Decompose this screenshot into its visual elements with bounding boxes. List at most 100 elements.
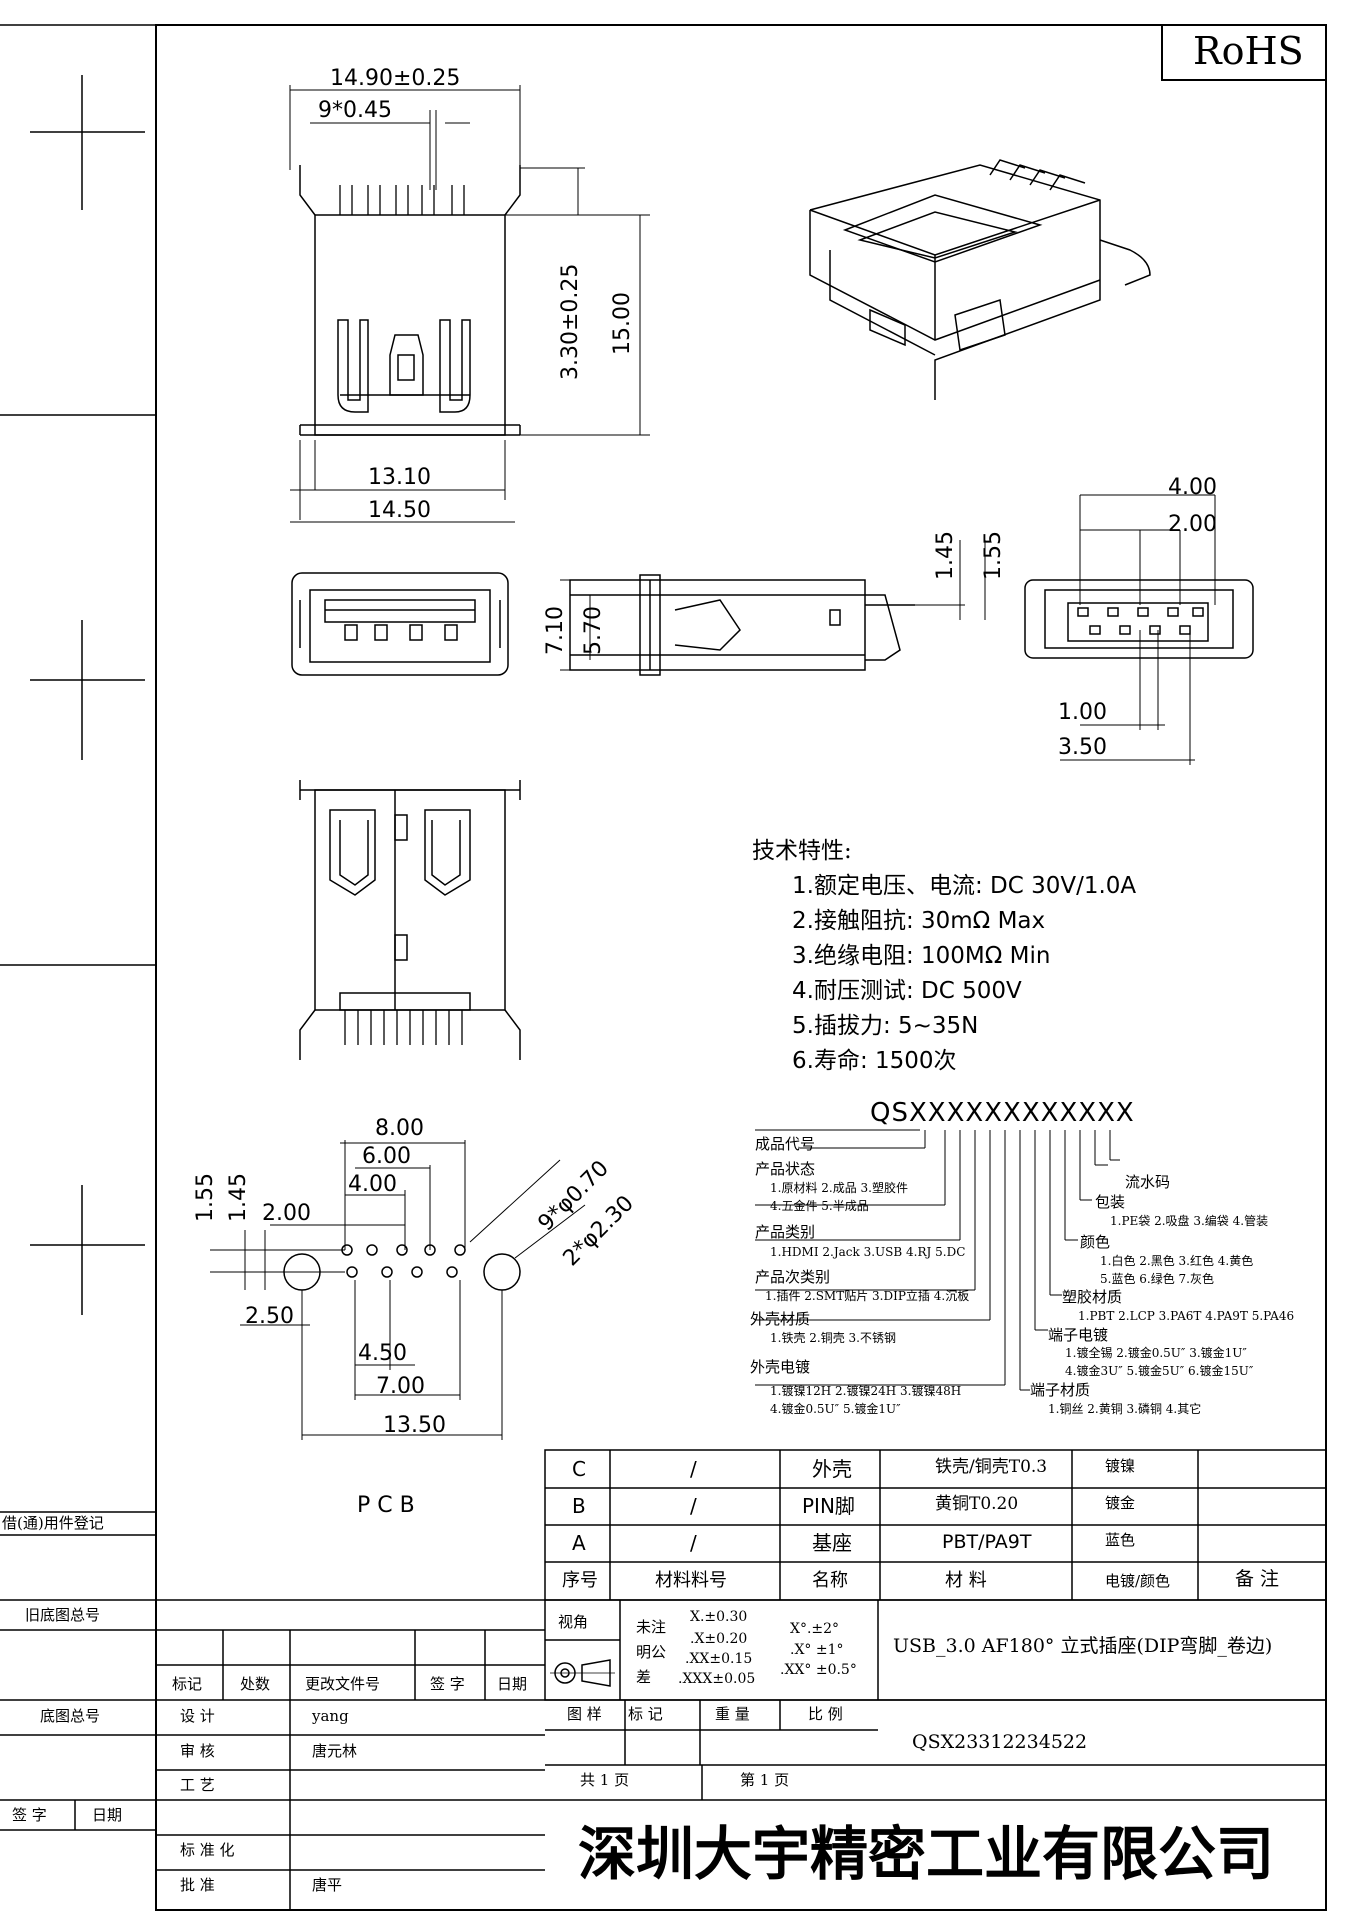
tb-sign-label: 签 字: [12, 1806, 47, 1824]
dim-200: 2.00: [1168, 512, 1217, 537]
code-right-title: 颜色: [1080, 1233, 1111, 1251]
pcb-dim-155: 1.55: [193, 1173, 218, 1222]
tb-date-label: 日期: [92, 1806, 123, 1824]
dim-outer-width: 14.50: [368, 498, 431, 523]
tb-standard-label: 标 准 化: [180, 1841, 235, 1859]
tb-weight: 重 量: [715, 1705, 750, 1723]
bom-header-part: 材料料号: [655, 1570, 727, 1591]
tb-tol-value: .X±0.20: [690, 1631, 748, 1647]
bom-header-color: 电镀/颜色: [1105, 1572, 1171, 1590]
bom-name: 基座: [812, 1531, 852, 1555]
tb-tol-label: 差: [636, 1668, 652, 1686]
dim-side-height-2: 5.70: [581, 606, 606, 655]
bom-header-seq: 序号: [562, 1570, 598, 1591]
tb-total-pages: 共 1 页: [580, 1771, 630, 1789]
spec-item: 1.额定电压、电流: DC 30V/1.0A: [792, 873, 1137, 899]
tb-tol-value: X.±0.30: [690, 1609, 748, 1625]
pcb-dim-400: 4.00: [348, 1172, 397, 1197]
product-code-pattern: QSXXXXXXXXXXXX: [870, 1098, 1135, 1128]
bom-name: 外壳: [812, 1457, 852, 1481]
dim-inner-width: 13.10: [368, 465, 431, 490]
code-group-line: 1.镀镍12H 2.镀镍24H 3.镀镍48H: [770, 1384, 962, 1398]
tb-process-label: 工 艺: [180, 1776, 215, 1794]
bom-header-name: 名称: [812, 1570, 848, 1591]
bom-seq: C: [572, 1457, 586, 1481]
tb-approve-label: 批 准: [180, 1876, 215, 1894]
pcb-dim-200: 2.00: [262, 1201, 311, 1226]
tech-specs: 技术特性: 1.额定电压、电流: DC 30V/1.0A 2.接触阻抗: 30m…: [752, 838, 1136, 1073]
dim-pin-height: 3.30±0.25: [558, 263, 583, 380]
code-right-title: 端子电镀: [1048, 1326, 1109, 1344]
bottom-view: [299, 780, 521, 1060]
code-right-title: 包装: [1095, 1193, 1126, 1211]
tb-company: 深圳大宇精密工业有限公司: [578, 1820, 1275, 1888]
tb-tol-label: 明公: [636, 1643, 667, 1661]
code-right-line: 4.镀金3U″ 5.镀金5U″ 6.镀金15U″: [1065, 1364, 1254, 1378]
tb-h-doc: 更改文件号: [305, 1675, 381, 1693]
dim-155: 1.55: [981, 531, 1006, 580]
tb-registration: 借(通)用件登记: [2, 1514, 104, 1532]
bom-color: 镀镍: [1105, 1457, 1136, 1475]
front-view: [291, 572, 509, 676]
code-group-line: 4.五金件 5.半成品: [770, 1199, 869, 1213]
code-right-line: 1.白色 2.黑色 3.红色 4.黄色: [1100, 1254, 1254, 1268]
tb-tol-value: .XXX±0.05: [678, 1671, 756, 1687]
bom-seq: B: [572, 1494, 586, 1518]
code-group-line: 1.插件 2.SMT贴片 3.DIP立插 4.沉板: [765, 1289, 970, 1303]
code-right-line: 1.PE袋 2.吸盘 3.编袋 4.管装: [1110, 1214, 1269, 1228]
pcb-dim-250: 2.50: [245, 1304, 294, 1329]
spec-item: 3.绝缘电阻: 100MΩ Min: [792, 943, 1051, 969]
iso-view: [809, 159, 1151, 400]
bom-part: /: [690, 1457, 697, 1481]
dim-400: 4.00: [1168, 475, 1217, 500]
bom-material: PBT/PA9T: [942, 1531, 1032, 1553]
top-view: [299, 165, 521, 436]
code-group-title: 产品状态: [755, 1160, 816, 1178]
code-group-title: 产品次类别: [755, 1268, 831, 1286]
dim-350: 3.50: [1058, 735, 1107, 760]
tb-approver: 唐平: [312, 1876, 343, 1894]
pcb-dim-600: 6.00: [362, 1144, 411, 1169]
tb-design-label: 设 计: [180, 1707, 215, 1725]
code-group-title: 外壳材质: [750, 1310, 811, 1328]
tb-pattern: 图 样: [567, 1705, 602, 1723]
bom-color: 镀金: [1105, 1494, 1136, 1512]
spec-item: 2.接触阻抗: 30mΩ Max: [792, 908, 1046, 934]
code-group-title: 成品代号: [755, 1135, 816, 1153]
code-group-line: 4.镀金0.5U″ 5.镀金1U″: [770, 1402, 901, 1416]
code-group-title: 外壳电镀: [750, 1358, 811, 1376]
tb-tol-value: .XX±0.15: [685, 1651, 753, 1667]
tb-old-number: 旧底图总号: [25, 1606, 101, 1624]
pin-side-view: [1024, 579, 1254, 659]
code-right-line: 1.PBT 2.LCP 3.PA6T 4.PA9T 5.PA46: [1078, 1309, 1295, 1323]
tb-angle-tol: .XX° ±0.5°: [780, 1662, 857, 1678]
code-right-line: 1.镀全锡 2.镀金0.5U″ 3.镀金1U″: [1065, 1346, 1247, 1360]
pcb-dim-800: 8.00: [375, 1116, 424, 1141]
tb-part-number: QSX23312234522: [912, 1731, 1088, 1753]
side-view: [569, 574, 915, 676]
title-block: [0, 1511, 1327, 1910]
spec-item: 6.寿命: 1500次: [792, 1048, 957, 1074]
pcb-dim-700: 7.00: [376, 1374, 425, 1399]
code-right-title: 流水码: [1125, 1173, 1171, 1191]
code-group-title: 产品类别: [755, 1223, 816, 1241]
code-right-title: 端子材质: [1030, 1381, 1091, 1399]
dim-top-width: 14.90±0.25: [330, 66, 461, 91]
spec-item: 5.插拔力: 5~35N: [792, 1013, 979, 1039]
tb-base-number: 底图总号: [40, 1707, 101, 1725]
tb-review-label: 审 核: [180, 1742, 215, 1760]
tb-h-date: 日期: [497, 1675, 528, 1693]
bom-material: 黄铜T0.20: [935, 1494, 1019, 1514]
tb-h-count: 处数: [240, 1675, 271, 1693]
tb-mark: 标 记: [628, 1705, 663, 1723]
pcb-label: P C B: [357, 1493, 415, 1518]
specs-title: 技术特性:: [752, 838, 852, 864]
tb-designer: yang: [312, 1707, 349, 1725]
dim-145: 1.45: [933, 531, 958, 580]
tb-page: 第 1 页: [740, 1771, 790, 1789]
tb-h-sign: 签 字: [430, 1675, 465, 1693]
code-right-line: 1.铜丝 2.黄铜 3.磷铜 4.其它: [1048, 1402, 1202, 1416]
dim-pitch: 9*0.45: [318, 98, 392, 123]
bom-part: /: [690, 1494, 697, 1518]
